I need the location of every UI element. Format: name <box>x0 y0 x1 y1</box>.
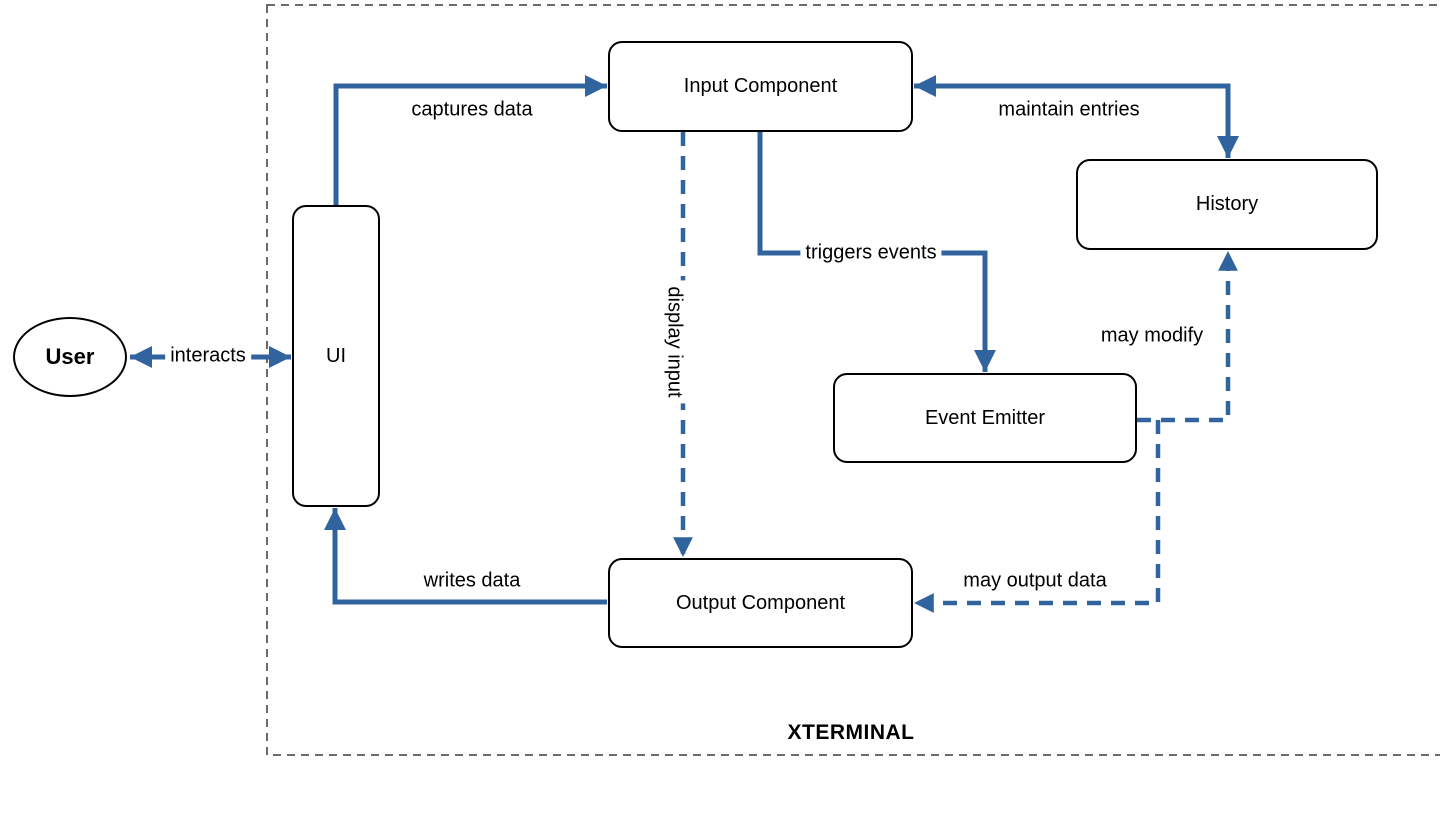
xterminal-boundary-box <box>266 4 1440 756</box>
edge-label-captures-data: captures data <box>406 97 538 123</box>
edge-label-writes-data: writes data <box>418 568 526 594</box>
node-ui: UI <box>292 205 380 507</box>
node-event-emitter-label: Event Emitter <box>924 406 1046 429</box>
edge-label-interacts: interacts <box>165 343 251 369</box>
edge-may-output-data-line <box>914 420 1161 613</box>
node-ui-label: UI <box>326 344 346 367</box>
node-history-label: History <box>1195 193 1259 215</box>
edge-label-display-input: display input <box>661 280 687 404</box>
edge-label-triggers-events: triggers events <box>800 240 942 266</box>
edge-may-modify-line <box>1137 251 1238 423</box>
node-event-emitter: Event Emitter <box>833 373 1137 463</box>
node-output-component-label: Output Component <box>676 591 845 614</box>
edge-label-may-output-data: may output data <box>958 568 1112 594</box>
node-history: History <box>1076 159 1378 250</box>
xterminal-boundary-title: XTERMINAL <box>787 721 915 744</box>
node-input-component-label: Input Component <box>683 75 838 97</box>
node-output-component: Output Component <box>608 558 913 648</box>
node-user-label: User <box>45 344 95 369</box>
edge-label-maintain-entries: maintain entries <box>993 97 1145 123</box>
node-input-component: Input Component <box>608 41 913 132</box>
edge-maintain-entries-line <box>914 74 1240 158</box>
edge-label-may-modify: may modify <box>1095 323 1209 349</box>
node-user: User <box>13 317 127 397</box>
edge-writes-data-line <box>323 508 607 605</box>
edge-captures-data-line <box>333 74 607 205</box>
